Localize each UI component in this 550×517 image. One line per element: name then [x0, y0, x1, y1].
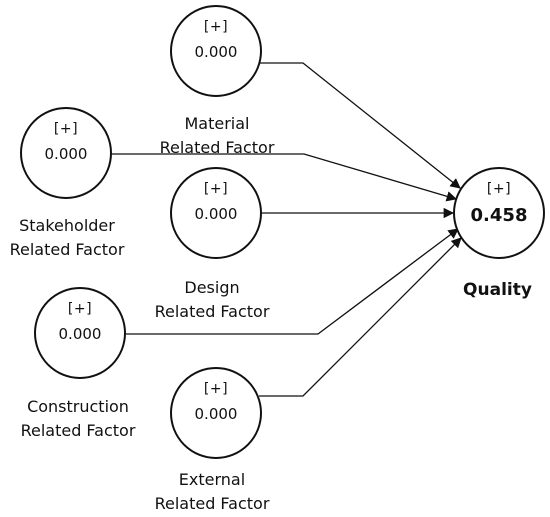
edge-construction-quality [126, 228, 459, 335]
label-line-2: Related Factor [9, 240, 125, 259]
expand-toggle[interactable]: [+] [203, 381, 229, 397]
label-line-2: Related Factor [20, 421, 136, 440]
label-line-1: External [178, 470, 246, 489]
external-factor-label: External Related Factor [137, 468, 287, 516]
expand-toggle[interactable]: [+] [67, 301, 93, 317]
label-line-1: Construction [27, 397, 129, 416]
label-line-1: Material [184, 114, 250, 133]
node-value: 0.000 [44, 145, 88, 163]
edge-external-quality [259, 237, 462, 397]
design-factor-node[interactable]: [+] 0.000 [170, 167, 262, 259]
quality-label: Quality [463, 280, 532, 300]
stakeholder-factor-label: Stakeholder Related Factor [0, 214, 142, 262]
node-value: 0.000 [194, 405, 238, 423]
edge-material-quality [259, 62, 461, 189]
node-value: 0.000 [58, 325, 102, 343]
node-value: 0.000 [194, 43, 238, 61]
label-line-2: Related Factor [159, 138, 275, 157]
label-line-1: Design [184, 278, 240, 297]
expand-toggle[interactable]: [+] [203, 181, 229, 197]
expand-toggle[interactable]: [+] [486, 181, 512, 197]
label-line-1: Stakeholder [19, 216, 115, 235]
label-line-2: Related Factor [154, 494, 270, 513]
label-line-2: Related Factor [154, 302, 270, 321]
external-factor-node[interactable]: [+] 0.000 [170, 367, 262, 459]
r-squared-value: 0.458 [470, 205, 528, 226]
node-value: 0.000 [194, 205, 238, 223]
design-factor-label: Design Related Factor [137, 276, 287, 324]
material-factor-label: Material Related Factor [142, 112, 292, 160]
expand-toggle[interactable]: [+] [203, 19, 229, 35]
material-factor-node[interactable]: [+] 0.000 [170, 5, 262, 97]
expand-toggle[interactable]: [+] [53, 121, 79, 137]
quality-node[interactable]: [+] 0.458 [453, 167, 545, 259]
edge-stakeholder-quality [112, 153, 457, 202]
stakeholder-factor-node[interactable]: [+] 0.000 [20, 107, 112, 199]
construction-factor-node[interactable]: [+] 0.000 [34, 287, 126, 379]
construction-factor-label: Construction Related Factor [3, 395, 153, 443]
